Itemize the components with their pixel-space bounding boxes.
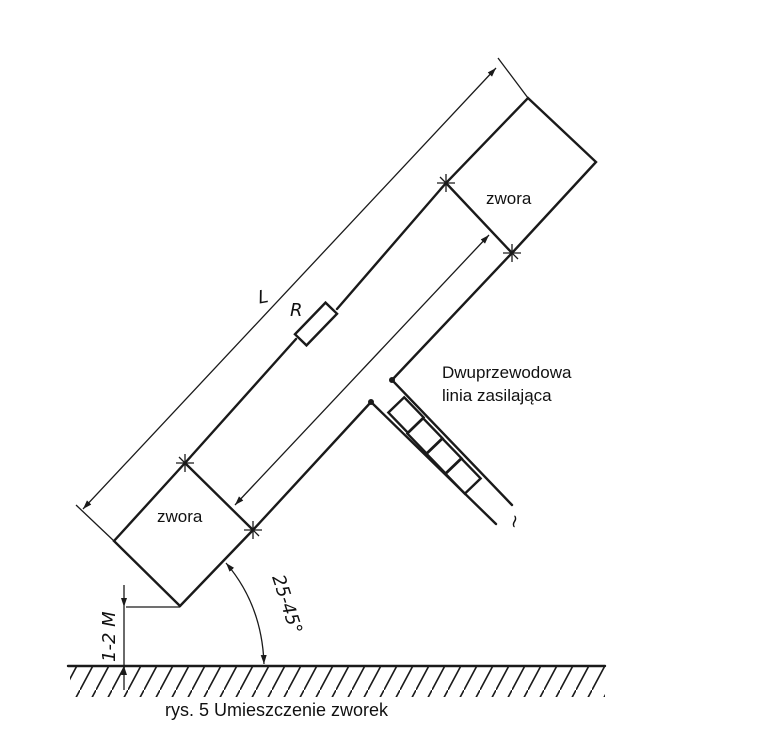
jumper-top-label: zwora — [486, 189, 532, 208]
angle-arc — [225, 562, 267, 665]
junction-stars — [176, 174, 521, 539]
feed-line — [368, 377, 514, 526]
length-label: L — [256, 286, 270, 308]
figure-caption: rys. 5 Umieszczenie zworek — [165, 700, 389, 720]
ground — [66, 664, 607, 697]
feed-line-label-1: Dwuprzewodowa — [442, 363, 572, 382]
inner-dimension — [234, 234, 490, 506]
jumper-bottom-label: zwora — [157, 507, 203, 526]
source-symbol: ~ — [503, 512, 526, 531]
height-label: 1-2 M — [99, 611, 120, 662]
feed-line-label-2: linia zasilająca — [442, 386, 552, 405]
angle-label: 25-45° — [267, 572, 306, 637]
insulators — [386, 395, 483, 496]
resistor-label: R — [290, 300, 303, 321]
